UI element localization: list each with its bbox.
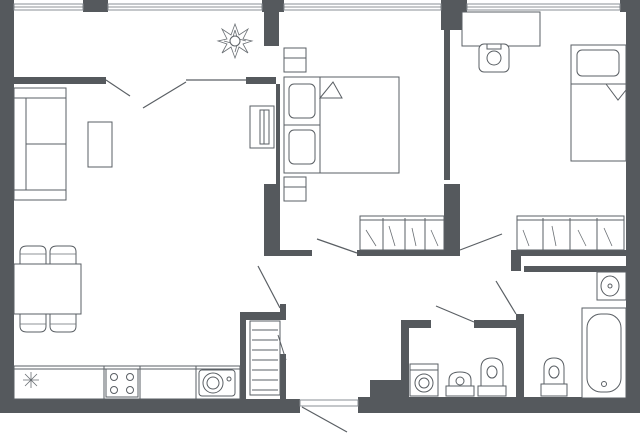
nightstand-icon <box>283 47 307 202</box>
bidet-icon <box>477 357 507 397</box>
plant-icon <box>216 22 254 60</box>
radiator-icon <box>249 320 287 396</box>
stove-icon <box>105 368 139 398</box>
desk-icon <box>461 11 541 47</box>
sofa-icon <box>13 87 67 201</box>
walls <box>0 0 640 413</box>
sink-icon <box>198 369 236 397</box>
kitchen-hood-icon <box>23 372 39 388</box>
wardrobe-icon <box>516 215 625 251</box>
washbasin-icon <box>596 271 627 301</box>
toilet-icon <box>540 357 568 397</box>
toilet-icon <box>445 371 475 397</box>
desk-chair-icon <box>478 43 510 73</box>
coffee-table-icon <box>87 121 113 168</box>
washing-machine-icon <box>409 363 439 397</box>
single-bed-icon <box>570 44 627 162</box>
dining-table-icon <box>13 263 82 315</box>
doors <box>105 79 517 433</box>
windows <box>13 3 621 407</box>
kitchen-counter-icon <box>13 365 241 400</box>
bathtub-icon <box>581 307 627 399</box>
chair-icon <box>19 245 77 333</box>
wardrobe-icon <box>359 215 445 251</box>
tv-console-icon <box>249 105 275 149</box>
double-bed-icon <box>283 76 400 174</box>
